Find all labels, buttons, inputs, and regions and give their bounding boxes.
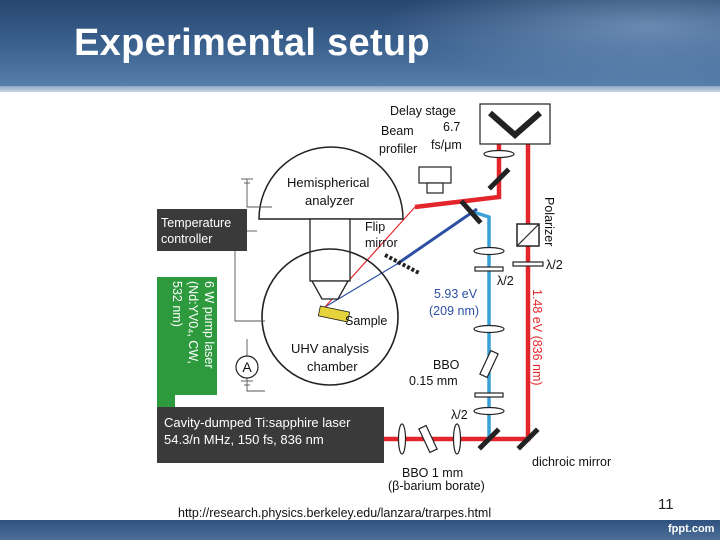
temperature-controller-label-1: Temperature xyxy=(161,216,231,230)
delay-stage-label: Delay stage xyxy=(390,104,456,118)
header-glow xyxy=(360,0,720,88)
beam-profiler xyxy=(418,166,452,194)
experimental-setup-diagram: A Temperature controller 6 W pump laser … xyxy=(147,99,575,500)
bbo-thickness-label: 0.15 mm xyxy=(409,374,458,388)
halfwave-label-ir: λ/2 xyxy=(546,258,563,272)
watermark-logo: fppt.com xyxy=(668,523,715,535)
hemispherical-label-2: analyzer xyxy=(305,193,355,208)
pump-laser-label-2: (Nd:YV0₄, CW, xyxy=(186,281,200,364)
pump-laser-box xyxy=(157,277,217,395)
mirrors xyxy=(459,167,540,451)
delay-unit-label: fs/μm xyxy=(431,138,462,152)
bbo-1mm-label: BBO 1 mm xyxy=(402,466,463,480)
halfwave-label-uv: λ/2 xyxy=(497,274,514,288)
temperature-controller-label-2: controller xyxy=(161,232,212,246)
slide-header xyxy=(0,0,720,88)
sample-label: Sample xyxy=(345,314,387,328)
polarizer-cube xyxy=(516,223,540,247)
flip-mirror-label-2: mirror xyxy=(365,236,398,250)
polarizer-label: Polarizer xyxy=(542,197,556,246)
ti-sapphire-label-1: Cavity-dumped Ti:sapphire laser xyxy=(164,415,351,430)
sample-holder xyxy=(317,305,351,323)
ir-beam-label: 1.48 eV (836 nm) xyxy=(530,289,544,386)
pump-laser-text: 6 W pump laser (Nd:YV0₄, CW, 532 nm) xyxy=(170,281,216,369)
header-band xyxy=(0,86,720,92)
uhv-label-2: chamber xyxy=(307,359,358,374)
bbo-crystals xyxy=(418,349,499,454)
temperature-controller-box xyxy=(157,209,247,251)
flip-mirror xyxy=(384,253,420,275)
delay-value-label: 6.7 xyxy=(443,120,460,134)
ti-sapphire-label-2: 54.3/n MHz, 150 fs, 836 nm xyxy=(164,432,324,447)
pump-laser-label-1: 6 W pump laser xyxy=(202,281,216,369)
slide-footer xyxy=(0,520,720,540)
delay-stage xyxy=(479,103,551,145)
beam-profiler-label-1: Beam xyxy=(381,124,414,138)
uhv-chamber xyxy=(261,248,399,386)
halfwave-label-lower: λ/2 xyxy=(451,408,468,422)
pump-laser-label-3: 532 nm) xyxy=(170,281,184,327)
uv-energy-label: 5.93 eV xyxy=(434,287,478,301)
page-number: 11 xyxy=(658,496,674,513)
uv-wavelength-label: (209 nm) xyxy=(429,304,479,318)
hemispherical-label-1: Hemispherical xyxy=(287,175,369,190)
ammeter-icon xyxy=(235,355,259,379)
dichroic-mirror-caption: dichroic mirror xyxy=(532,455,612,469)
source-url-link[interactable]: http://research.physics.berkeley.edu/lan… xyxy=(178,506,492,520)
bbo-name-caption: (β-barium borate) xyxy=(388,479,485,493)
ammeter-label: A xyxy=(242,359,252,375)
uhv-label-1: UHV analysis xyxy=(291,341,370,356)
beam-profiler-label-2: profiler xyxy=(379,142,417,156)
slide-title: Experimental setup xyxy=(74,22,430,64)
bbo-label: BBO xyxy=(433,358,460,372)
flip-mirror-label-1: Flip xyxy=(365,220,385,234)
optical-elements xyxy=(397,149,544,455)
ti-sapphire-laser-box xyxy=(157,407,384,463)
pump-laser-connector xyxy=(157,391,175,407)
